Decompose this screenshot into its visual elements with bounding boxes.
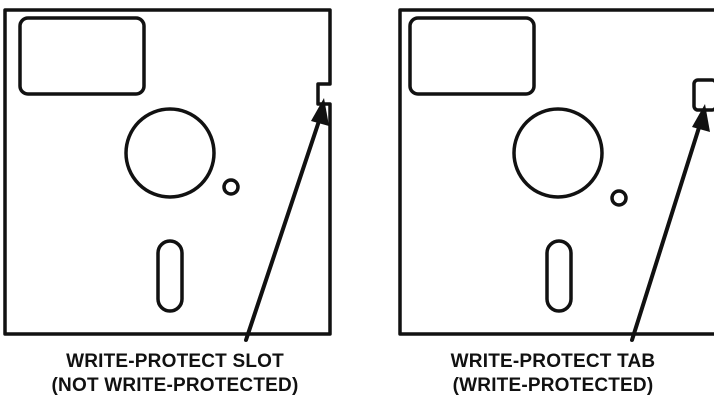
- disk-jacket-with-slot: [5, 10, 330, 334]
- pointer-arrow-left: [246, 98, 329, 340]
- read-write-slot: [547, 241, 571, 311]
- caption-left-line2: (NOT WRITE-PROTECTED): [35, 374, 315, 398]
- read-write-slot: [158, 241, 182, 311]
- hub-hole: [514, 109, 602, 197]
- caption-left: WRITE-PROTECT SLOT (NOT WRITE-PROTECTED): [35, 350, 315, 398]
- label-window: [20, 18, 144, 94]
- caption-right-line1: WRITE-PROTECT TAB: [413, 350, 693, 374]
- caption-left-line1: WRITE-PROTECT SLOT: [35, 350, 315, 374]
- pointer-arrow-right: [632, 104, 710, 340]
- floppy-disk-left: [5, 10, 330, 334]
- caption-right: WRITE-PROTECT TAB (WRITE-PROTECTED): [413, 350, 693, 398]
- hub-hole: [126, 109, 214, 197]
- caption-right-line2: (WRITE-PROTECTED): [413, 374, 693, 398]
- index-hole: [224, 180, 238, 194]
- label-window: [410, 18, 534, 94]
- disk-jacket: [400, 10, 714, 334]
- write-protect-tab: [694, 80, 714, 110]
- index-hole: [612, 191, 626, 205]
- floppy-disk-right: [400, 10, 714, 334]
